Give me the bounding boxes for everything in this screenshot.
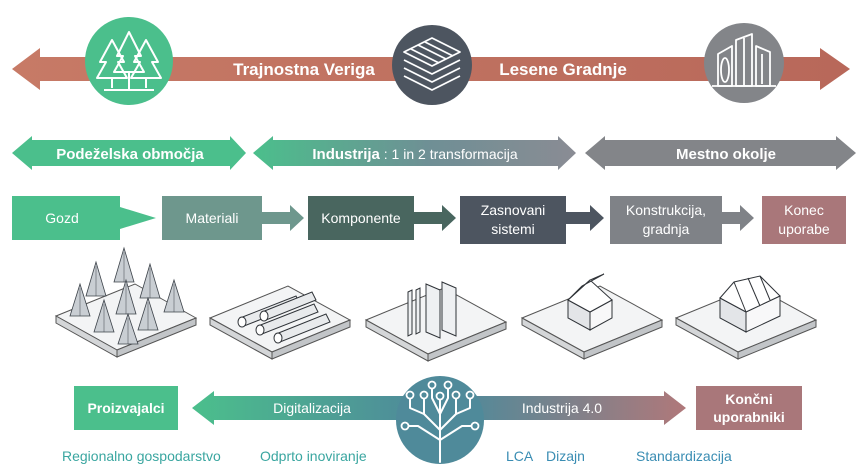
step-sistemi-connector — [566, 205, 604, 231]
industry40-label: Industrija 4.0 — [522, 400, 602, 416]
end-users-line1: Končni — [725, 391, 772, 407]
step-konstrukcija-box — [610, 196, 722, 244]
building-tile — [674, 275, 818, 360]
step-materiali-box — [162, 196, 262, 240]
zone-podezelska — [12, 136, 246, 170]
step-materiali-label: Materiali — [186, 210, 239, 226]
step-gozd-arrow — [12, 196, 156, 240]
step-komponente-connector — [414, 205, 456, 231]
footer-dizajn: Dizajn — [546, 448, 585, 464]
step-komponente-box — [308, 196, 414, 240]
zone-industrija-label: Industrija : 1 in 2 transformacija — [312, 146, 517, 163]
circuit-tree-icon — [396, 376, 484, 464]
end-users-line2: uporabniki — [713, 409, 785, 425]
step-konec-line2: uporabe — [778, 221, 830, 237]
industry40-arrow — [460, 391, 686, 425]
step-konec-box — [762, 196, 846, 244]
digitalization-label: Digitalizacija — [273, 400, 351, 416]
zone-podezelska-label: Podeželska območja — [56, 146, 204, 163]
banner-left-text: Trajnostna Veriga — [233, 60, 375, 79]
banner-right-text: Lesene Gradnje — [499, 60, 627, 79]
top-banner: Trajnostna Veriga Lesene Gradnje — [12, 17, 850, 105]
zone-industrija-bold: Industrija — [312, 146, 380, 163]
zone-mestno-label: Mestno okolje — [676, 146, 776, 163]
stacked-layers-icon — [392, 25, 472, 105]
producers-label: Proizvajalci — [87, 400, 164, 416]
step-konstrukcija-line1: Konstrukcija, — [626, 202, 706, 218]
step-konec-line1: Konec — [784, 202, 824, 218]
step-sistemi-line1: Zasnovani — [481, 202, 546, 218]
logs-tile — [208, 285, 352, 360]
step-sistemi-box — [460, 196, 566, 244]
step-gozd-label: Gozd — [45, 210, 78, 226]
step-komponente-label: Komponente — [321, 210, 401, 226]
footer-standardizacija: Standardizacija — [636, 448, 732, 464]
zone-mestno — [585, 136, 856, 170]
zone-industrija-normal: : 1 in 2 transformacija — [380, 146, 518, 162]
footer-regionalno: Regionalno gospodarstvo — [62, 448, 221, 464]
forest-icon — [85, 17, 173, 105]
process-steps: Gozd Materiali Komponente Zasnovani sist… — [12, 196, 846, 244]
step-sistemi-line2: sistemi — [491, 221, 535, 237]
footer-odprto: Odprto inoviranje — [260, 448, 367, 464]
digitalization-arrow — [192, 391, 420, 425]
end-users-box — [696, 386, 802, 430]
bottom-row: Proizvajalci Digitalizacija Industrija 4… — [74, 376, 802, 464]
isometric-tiles — [54, 246, 818, 362]
panels-tile — [364, 281, 508, 362]
step-materiali-connector — [262, 205, 304, 231]
step-konstrukcija-connector — [722, 205, 754, 231]
zones-row: Podeželska območja Industrija : 1 in 2 t… — [12, 136, 856, 170]
forest-tile — [54, 246, 198, 358]
house-tile — [520, 273, 664, 360]
step-konstrukcija-line2: gradnja — [643, 221, 690, 237]
footer-lca: LCA — [506, 448, 534, 464]
producers-box — [74, 386, 178, 430]
zone-industrija — [253, 136, 576, 170]
footer-labels: Regionalno gospodarstvo Odprto inoviranj… — [62, 448, 732, 464]
city-buildings-icon — [704, 23, 784, 103]
